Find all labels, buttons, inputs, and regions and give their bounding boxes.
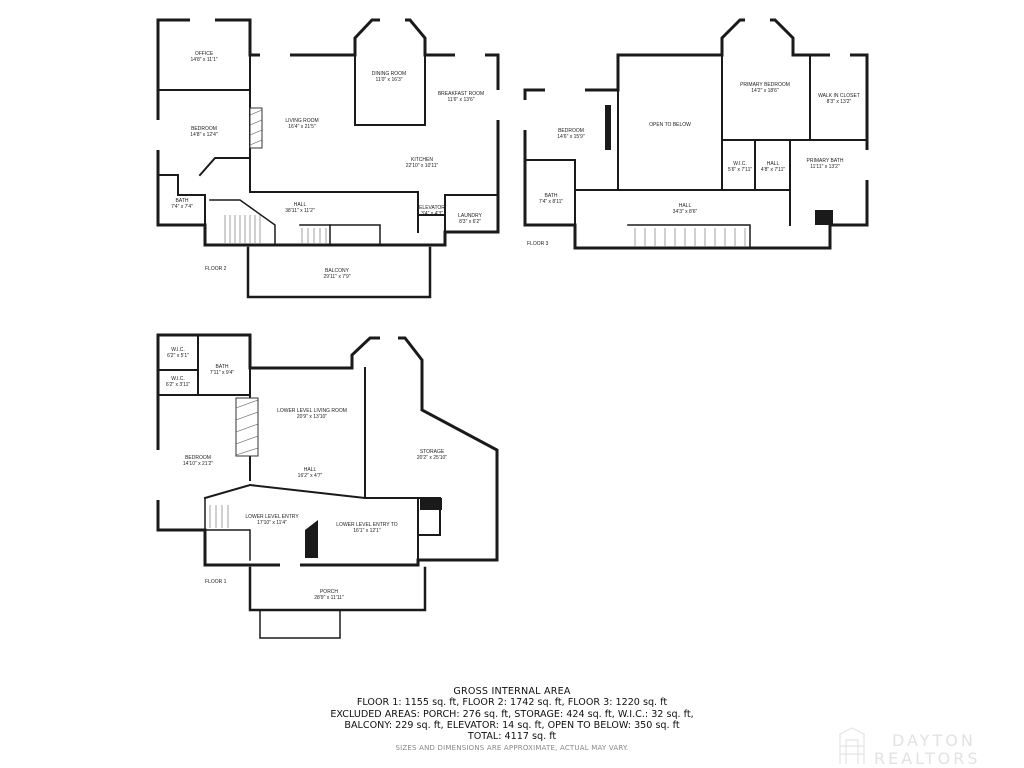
- room-dim: 11'6" x 13'6": [447, 97, 474, 103]
- room-name: BATH: [216, 364, 229, 370]
- wall-fills: [305, 105, 833, 558]
- room-name: BEDROOM: [558, 128, 584, 134]
- room-name: ELEVATOR: [419, 205, 445, 211]
- room-dim: 38'11" x 11'2": [285, 208, 315, 214]
- floor2-labels: OFFICE 14'8" x 11'1" BEDROOM 14'8" x 12'…: [171, 51, 484, 280]
- room-name: LOWER LEVEL ENTRY TO: [336, 522, 398, 528]
- room-name: OPEN TO BELOW: [649, 122, 691, 128]
- room-name: BREAKFAST ROOM: [438, 91, 484, 97]
- windows: [156, 18, 869, 567]
- room-name: BATH: [176, 198, 189, 204]
- gross-area-line: EXCLUDED AREAS: PORCH: 276 sq. ft, STORA…: [330, 708, 694, 720]
- room-name: OFFICE: [195, 51, 214, 57]
- room-dim: 16'4" x 21'5": [288, 124, 316, 130]
- room-name: HALL: [304, 467, 317, 473]
- room-dim: 14'8" x 12'4": [190, 132, 218, 138]
- watermark-line2: REALTORS: [874, 749, 981, 768]
- room-name: HALL: [679, 203, 692, 209]
- disclaimer-note: SIZES AND DIMENSIONS ARE APPROXIMATE, AC…: [395, 744, 629, 753]
- room-name: BALCONY: [325, 268, 350, 274]
- room-dim: 14'10" x 21'2": [183, 461, 213, 467]
- room-name: HALL: [767, 161, 780, 167]
- gross-area-title: GROSS INTERNAL AREA: [453, 686, 571, 697]
- room-dim: 7'4" x 8'11": [539, 199, 563, 205]
- room-name: BATH: [545, 193, 558, 199]
- gross-area-line: FLOOR 1: 1155 sq. ft, FLOOR 2: 1742 sq. …: [356, 697, 668, 709]
- room-dim: 14'8" x 11'1": [190, 57, 217, 63]
- room-name: PRIMARY BEDROOM: [740, 82, 790, 88]
- room-name: PORCH: [320, 589, 338, 595]
- room-name: LAUNDRY: [458, 213, 482, 219]
- room-dim: 20'9" x 13'10": [297, 414, 327, 420]
- dayton-realtors-watermark: DAYTON REALTORS: [839, 727, 981, 768]
- room-dim: 3'4" x 4'3": [421, 211, 443, 217]
- fireplace-hatching: [235, 109, 263, 456]
- floor3-walls: [523, 18, 869, 250]
- room-dim: 7'11" x 9'4": [210, 370, 234, 376]
- room-dim: 14'6" x 15'9": [557, 134, 585, 140]
- room-dim: 6'2" x 5'1": [167, 353, 189, 359]
- room-name: BEDROOM: [191, 126, 217, 132]
- floor-label: FLOOR 1: [205, 579, 227, 585]
- room-dim: 8'3" x 13'2": [827, 99, 852, 105]
- floor2-walls: [156, 18, 500, 299]
- room-dim: 4'8" x 7'11": [761, 167, 785, 173]
- room-name: BEDROOM: [185, 455, 211, 461]
- room-name: LIVING ROOM: [285, 118, 318, 124]
- floor3-labels: BEDROOM 14'6" x 15'9" BATH 7'4" x 8'11" …: [527, 82, 860, 247]
- room-dim: 22'10" x 10'11": [406, 163, 439, 169]
- logo-mark-icon: [839, 727, 865, 764]
- floor-plan-drawing: OFFICE 14'8" x 11'1" BEDROOM 14'8" x 12'…: [156, 18, 869, 639]
- watermark-line1: DAYTON: [892, 731, 976, 750]
- room-dim: 34'3" x 8'6": [673, 209, 698, 215]
- room-dim: 16'2" x 4'7": [298, 473, 323, 479]
- floor-label: FLOOR 2: [205, 266, 227, 272]
- room-name: DINING ROOM: [372, 71, 406, 77]
- fireplaces: [235, 107, 263, 457]
- room-dim: 20'2" x 25'10": [417, 455, 447, 461]
- room-name: LOWER LEVEL ENTRY: [245, 514, 299, 520]
- stairs: [209, 215, 746, 528]
- room-name: STORAGE: [420, 449, 445, 455]
- room-dim: 6'2" x 3'11": [166, 382, 190, 388]
- room-name: W.I.C.: [171, 376, 185, 382]
- room-dim: 17'10" x 11'4": [257, 520, 287, 526]
- floor1-walls: [156, 333, 499, 639]
- room-dim: 29'11" x 7'9": [323, 274, 350, 280]
- floor-label: FLOOR 3: [527, 241, 549, 247]
- gross-area-line: BALCONY: 229 sq. ft, ELEVATOR: 14 sq. ft…: [344, 719, 680, 731]
- room-dim: 7'4" x 7'4": [171, 204, 193, 210]
- gross-area-total: TOTAL: 4117 sq. ft: [467, 731, 557, 743]
- room-name: HALL: [294, 202, 307, 208]
- room-name: W.I.C.: [733, 161, 747, 167]
- room-name: PRIMARY BATH: [807, 158, 844, 164]
- room-dim: 8'3" x 6'2": [459, 219, 481, 225]
- room-dim: 28'9" x 11'11": [314, 595, 344, 601]
- gross-area-summary: GROSS INTERNAL AREA FLOOR 1: 1155 sq. ft…: [262, 686, 762, 755]
- room-name: WALK IN CLOSET: [818, 93, 860, 99]
- room-name: W.I.C.: [171, 347, 185, 353]
- room-dim: 11'11" x 13'2": [810, 164, 840, 170]
- room-name: KITCHEN: [411, 157, 433, 163]
- room-name: LOWER LEVEL LIVING ROOM: [277, 408, 347, 414]
- floor1-labels: W.I.C. 6'2" x 5'1" W.I.C. 6'2" x 3'11" B…: [166, 347, 447, 601]
- room-dim: 5'6" x 7'11": [728, 167, 752, 173]
- room-dim: 16'1" x 12'1": [353, 528, 381, 534]
- room-dim: 14'2" x 18'6": [751, 88, 779, 94]
- room-dim: 11'0" x 16'3": [375, 77, 402, 83]
